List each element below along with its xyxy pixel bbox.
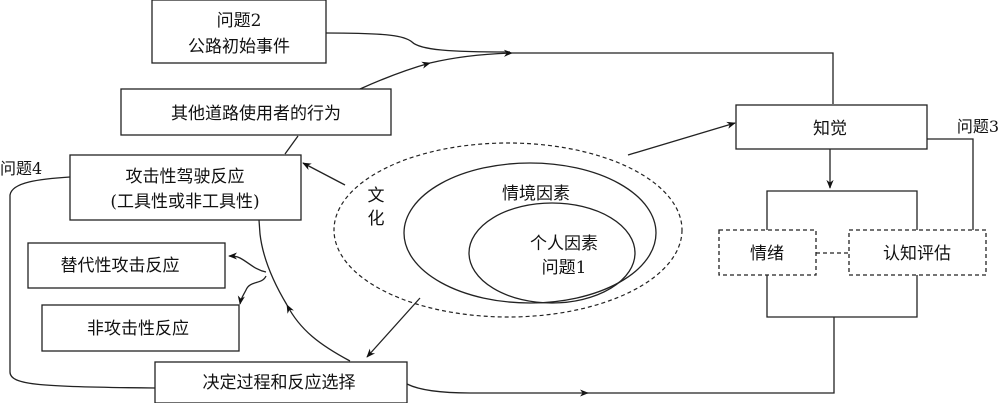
connector-decision-incoming: [406, 383, 588, 394]
connector-issue4-loop: [9, 176, 156, 389]
situational-factors-ellipse: [403, 162, 657, 304]
connector-top-to-perception: [512, 52, 834, 104]
other-road-users-box: 其他道路使用者的行为: [120, 88, 392, 136]
emotion-box: 情绪: [718, 229, 817, 276]
connector-culture-to-aggressive: [302, 162, 346, 186]
personal-factors-ellipse: [468, 202, 636, 304]
perception-box: 知觉: [735, 104, 928, 150]
connector-group-bottom: [766, 275, 918, 318]
culture-label-1: 文: [368, 186, 385, 206]
culture-ellipse: [333, 142, 683, 318]
aggressive-response-label: 攻击性驾驶反应: [126, 167, 245, 187]
non-aggressive-box: 非攻击性反应: [41, 304, 240, 352]
connector-to-non-aggressive: [237, 275, 267, 305]
connector-decision-to-responses: [286, 304, 351, 362]
connector-issue3: [927, 138, 974, 230]
cognitive-appraisal-label: 认知评估: [883, 244, 951, 264]
situational-factors-label: 情境因素: [502, 184, 570, 204]
connector-other-users-aggressive: [284, 135, 299, 155]
connector-group-to-decision: [579, 317, 835, 397]
issue4-label: 问题4: [0, 159, 42, 178]
issue3-label: 问题3: [957, 117, 999, 136]
connector-to-displaced: [228, 252, 267, 273]
personal-factors-label: 个人因素: [530, 234, 598, 254]
cognitive-appraisal-box: 认知评估: [848, 229, 987, 276]
connector-responses-curve: [258, 219, 288, 306]
connector-merge-line: [429, 49, 513, 64]
displaced-aggression-box: 替代性攻击反应: [27, 242, 226, 289]
perception-label: 知觉: [813, 119, 847, 139]
road-event-box: 问题2 公路初始事件: [151, 0, 327, 64]
connector-culture-to-decision: [366, 297, 421, 358]
connector-group-top: [766, 190, 918, 230]
decision-process-label: 决定过程和反应选择: [203, 373, 356, 393]
emotion-label: 情绪: [750, 244, 784, 264]
road-event-issue-label: 问题2: [217, 11, 262, 31]
decision-process-box: 决定过程和反应选择: [154, 361, 408, 403]
road-event-label: 公路初始事件: [188, 37, 290, 57]
aggressive-response-box: 攻击性驾驶反应 (工具性或非工具性): [69, 154, 302, 221]
connector-other-users-to-perception: [359, 61, 431, 90]
displaced-aggression-label: 替代性攻击反应: [61, 256, 180, 276]
connector-road-event-to-perception: [325, 32, 511, 53]
aggressive-response-sublabel: (工具性或非工具性): [110, 192, 259, 212]
non-aggressive-label: 非攻击性反应: [87, 319, 189, 339]
other-road-users-label: 其他道路使用者的行为: [171, 103, 341, 124]
culture-label-2: 化: [368, 209, 385, 229]
connector-culture-to-perception: [627, 121, 736, 156]
personal-factors-issue-label: 问题1: [542, 258, 587, 278]
